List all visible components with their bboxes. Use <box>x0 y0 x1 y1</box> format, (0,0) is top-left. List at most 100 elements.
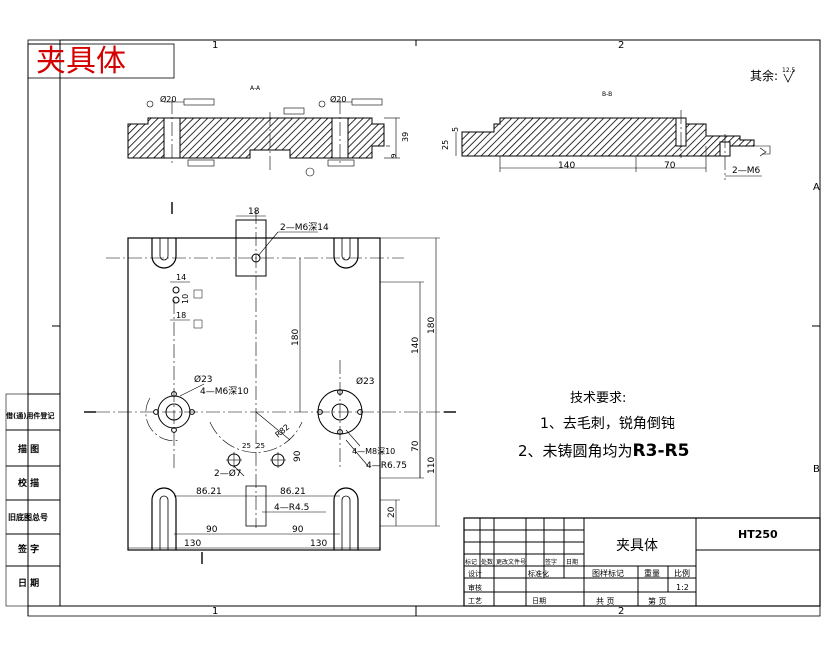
title-block-sheet-number: 第 页 <box>648 596 667 606</box>
roughness-value: 12.5 <box>782 67 796 74</box>
dim-horizontal-130-left: 130 <box>184 539 201 549</box>
bore-left-tolerance-box <box>183 98 215 106</box>
bore-right-diameter: Ø20 <box>330 94 346 104</box>
title-block-date: 日期 <box>532 597 546 605</box>
plate-outline <box>127 237 381 551</box>
dim-diagonal-left: 86.21 <box>196 487 222 497</box>
center-tolerance-box <box>283 107 305 115</box>
title-block-stage-mark: 图样标记 <box>592 568 624 578</box>
title-block-weight: 重量 <box>644 568 660 578</box>
title-block-row-label-change-doc: 更改文件号 <box>496 558 526 566</box>
section-b-b-body <box>461 117 755 157</box>
dim-pin-spacing-10: 10 <box>181 294 190 304</box>
section-b-b-length-140: 140 <box>558 161 575 171</box>
section-b-b: B-B 25 5 140 70 2—M6 <box>441 91 771 180</box>
zone-marker-bottom-1: 1 <box>212 606 218 617</box>
bore-left-diameter: Ø20 <box>160 94 176 104</box>
bore-right-tolerance-box <box>351 98 383 106</box>
datum-symbol-icon-left <box>146 100 154 108</box>
dim-vertical-70: 70 <box>411 440 421 452</box>
section-b-b-label: B-B <box>602 91 612 98</box>
title-block-scale-label: 比例 <box>674 568 690 578</box>
left-column-item-3: 校 描 <box>18 477 39 489</box>
dim-left-bore-diameter: Ø23 <box>194 374 213 385</box>
zone-marker-right-a: A <box>813 182 820 193</box>
title-block-review: 审核 <box>468 583 482 592</box>
title-block-scale-value: 1:2 <box>676 583 689 592</box>
slot-top-left <box>151 238 177 269</box>
left-column-item-4: 旧底图总号 <box>8 512 48 522</box>
dim-right-bore-diameter: Ø23 <box>356 376 375 387</box>
title-block: 夹具体 HT250 图样标记 重量 比例 1:2 共 页 第 页 标记 处数 更… <box>463 517 821 607</box>
dim-vertical-110: 110 <box>427 457 437 474</box>
title-block-row-label-count: 处数 <box>481 558 493 566</box>
section-b-b-thread-callout: 2—M6 <box>732 166 760 176</box>
title-block-sheet-total: 共 页 <box>596 597 615 606</box>
zone-marker-top-2: 2 <box>618 40 624 51</box>
slot-top-right <box>333 238 359 269</box>
dim-bottom-fillet-callout: 4—R4.5 <box>274 503 309 513</box>
left-column: 借(通)用件登记 描 图 校 描 旧底图总号 签 字 日 期 <box>5 393 61 607</box>
roughness-symbol-icon <box>783 69 795 83</box>
left-column-item-1: 借(通)用件登记 <box>5 411 54 420</box>
notes-item-2: 2、未铸圆角均为R3-R5 <box>518 441 689 461</box>
slot-bottom-right <box>333 487 359 550</box>
title-block-process: 工艺 <box>468 597 482 605</box>
boss-bottom <box>245 485 267 527</box>
dim-pin-offset-18: 18 <box>176 311 186 320</box>
section-a-a: A-A Ø20 Ø20 39 9 <box>127 85 410 177</box>
datum-symbol-icon-right <box>318 100 326 108</box>
datum-symbol-icon <box>305 167 315 177</box>
title-block-row-label-signature: 签字 <box>545 558 557 566</box>
section-a-a-body <box>127 117 385 159</box>
dim-horizontal-130-right: 130 <box>310 539 327 549</box>
dim-vertical-90: 90 <box>293 450 303 462</box>
dim-diagonal-right: 86.21 <box>280 487 306 497</box>
section-a-a-label: A-A <box>250 85 261 92</box>
bore-left-inner <box>165 403 183 421</box>
dim-arc-radius: R82 <box>274 423 292 440</box>
title-block-part-name: 夹具体 <box>616 538 658 554</box>
dim-angle-left: 25 <box>242 442 251 450</box>
locator-pin-lower <box>172 296 180 304</box>
dim-angle-right: 25 <box>256 442 265 450</box>
bottom-tolerance-box-right <box>327 159 355 167</box>
section-a-a-step: 9 <box>390 154 398 158</box>
title-block-standard: 标准化 <box>528 569 549 578</box>
section-b-b-step: 5 <box>451 127 460 132</box>
title-block-material: HT250 <box>738 528 778 541</box>
title-block-row-label-date: 日期 <box>566 558 578 566</box>
left-column-item-2: 描 图 <box>18 443 39 455</box>
title-block-row-label-mark: 标记 <box>465 558 477 566</box>
section-b-b-height: 25 <box>441 140 450 150</box>
notes-item-1: 1、去毛刺，锐角倒钝 <box>540 416 675 432</box>
section-b-b-length-70: 70 <box>664 161 676 171</box>
zone-marker-top-1: 1 <box>212 40 218 51</box>
notes-heading: 技术要求: <box>570 391 626 406</box>
left-column-item-6: 日 期 <box>18 577 39 589</box>
dim-vertical-20: 20 <box>387 506 397 518</box>
dim-vertical-180-inner: 180 <box>291 329 301 346</box>
locator-pin-upper <box>172 286 180 294</box>
dim-vertical-140: 140 <box>411 337 421 354</box>
bottom-tolerance-box-left <box>187 159 215 167</box>
slot-bottom-left <box>151 487 177 550</box>
bore-right-inner <box>331 403 349 421</box>
title-block-design: 设计 <box>468 569 482 578</box>
dim-left-thread-callout: 4—M6深10 <box>200 386 249 397</box>
roughness-label: 其余: <box>750 68 778 83</box>
left-column-item-5: 签 字 <box>17 543 39 555</box>
dim-top-boss-width: 18 <box>248 207 260 217</box>
dim-horizontal-90-left: 90 <box>206 525 218 535</box>
technical-notes: 技术要求: 1、去毛刺，锐角倒钝 2、未铸圆角均为R3-R5 <box>518 391 689 461</box>
dim-vertical-180-outer: 180 <box>427 317 437 334</box>
dim-right-fillet-callout: 4—R6.75 <box>366 461 407 471</box>
drawing-title-stamp: 夹具体 <box>36 44 126 79</box>
zone-marker-bottom-2: 2 <box>618 606 624 617</box>
dim-right-thread-callout: 4—M8深10 <box>352 447 395 456</box>
dim-top-thread-callout: 2—M6深14 <box>280 222 329 233</box>
zone-marker-right-b: B <box>813 464 820 475</box>
plan-view: 18 2—M6深14 14 10 18 Ø23 4—M6深10 Ø23 <box>84 202 456 564</box>
notes-item-2-value: R3-R5 <box>633 441 690 461</box>
